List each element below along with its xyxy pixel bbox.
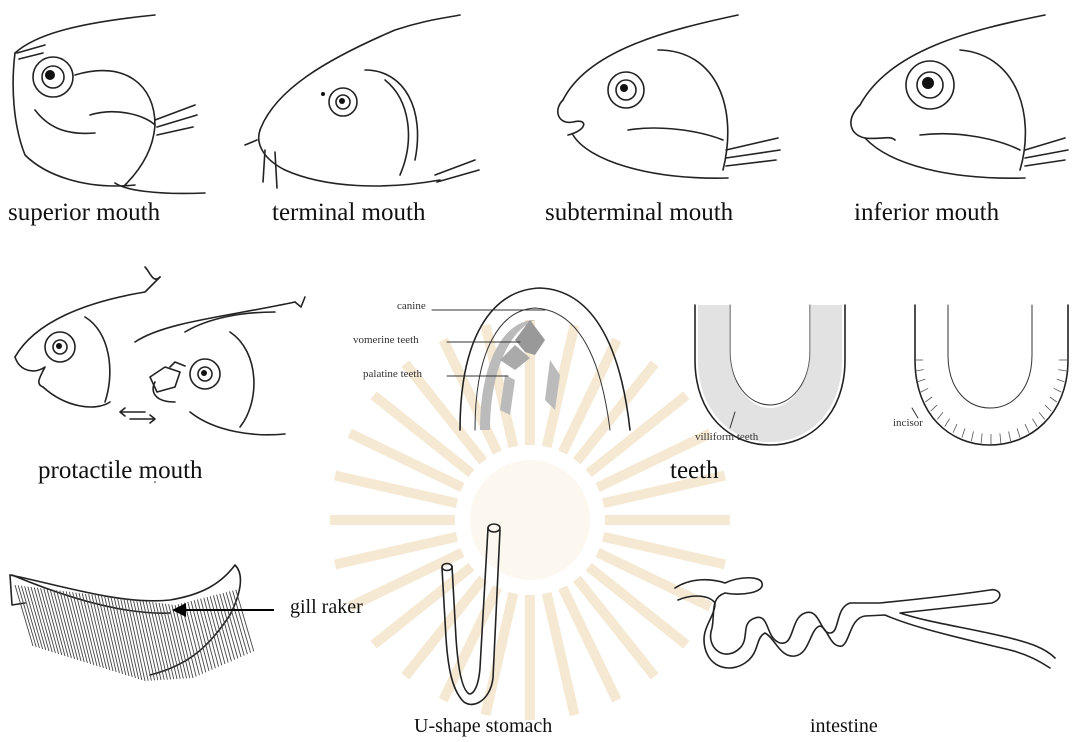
- superior-mouth-figure: [5, 15, 205, 200]
- caption-superior-mouth: superior mouth: [8, 200, 160, 225]
- caption-inferior-mouth: inferior mouth: [854, 200, 999, 225]
- label-villiform-teeth: villiform teeth: [695, 431, 758, 443]
- label-vomerine-teeth: vomerine teeth: [353, 334, 419, 346]
- label-incisor: incisor: [893, 417, 923, 429]
- arrow-left-icon: [172, 603, 274, 617]
- terminal-mouth-figure: [235, 10, 485, 205]
- caption-subterminal-mouth: subterminal mouth: [545, 200, 733, 225]
- label-canine: canine: [397, 300, 426, 312]
- caption-u-shape-stomach: U-shape stomach: [414, 715, 552, 738]
- label-gill-raker: gill raker: [290, 596, 363, 619]
- subterminal-mouth-figure: [548, 10, 788, 195]
- palate-teeth-figure: [340, 280, 660, 440]
- caption-terminal-mouth: terminal mouth: [272, 200, 425, 225]
- u-shape-stomach-figure: [440, 518, 520, 710]
- jaw-teeth-figure: [690, 300, 1075, 450]
- double-arrow-icon: [120, 408, 155, 423]
- gill-raker-arrow: [170, 590, 282, 630]
- label-palatine-teeth: palatine teeth: [363, 368, 422, 380]
- caption-teeth: teeth: [670, 458, 719, 483]
- intestine-figure: [670, 568, 1060, 698]
- inferior-mouth-figure: [820, 10, 1070, 195]
- gill-arch-figure: [0, 555, 270, 725]
- caption-intestine: intestine: [810, 715, 878, 738]
- caption-protactile-mouth: protactile mouth: [38, 458, 203, 483]
- protactile-mouth-figure: [5, 262, 305, 442]
